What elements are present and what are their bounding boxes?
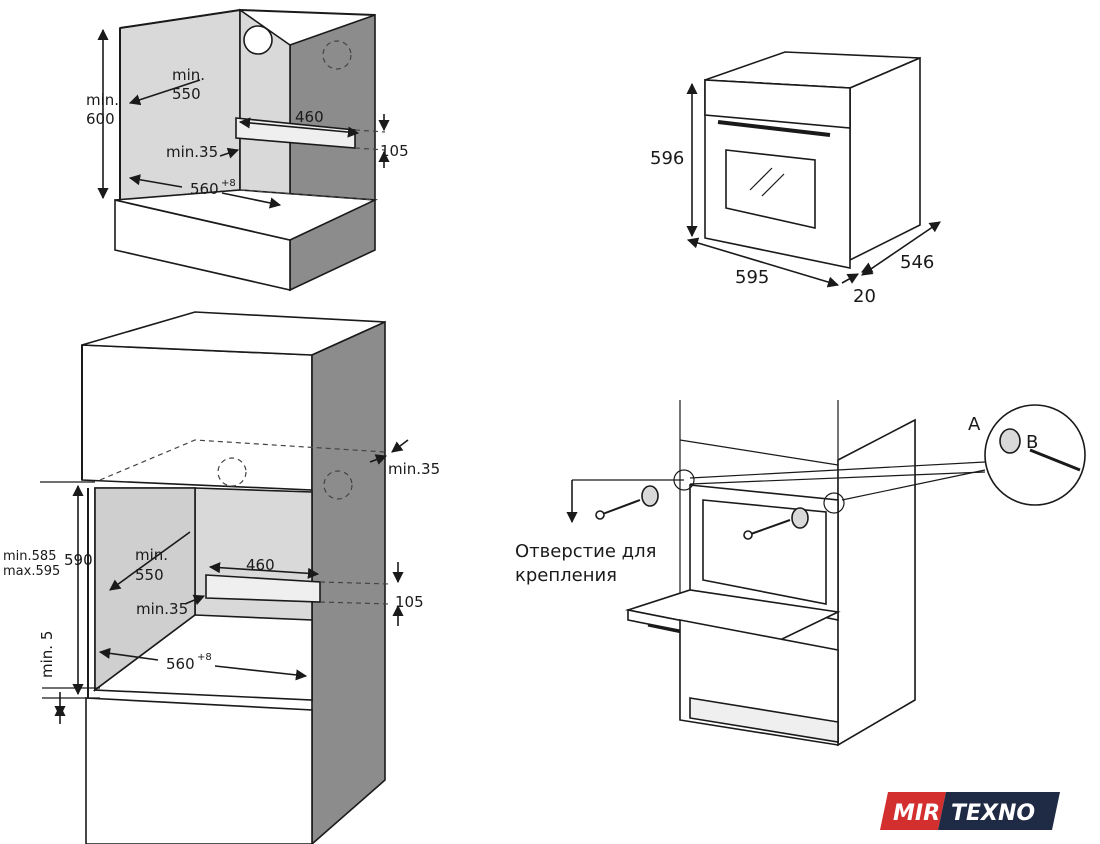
oven-depth-label: 546 <box>900 252 934 273</box>
bottom-gap-label: min. 5 <box>38 631 56 678</box>
side-gap-label: min.35 <box>166 143 218 161</box>
depth-value-label: 550 <box>172 85 201 103</box>
width-tolerance-label-2: +8 <box>197 652 212 663</box>
height-range-max-label: max.595 <box>3 564 60 579</box>
vent-height-label: 105 <box>380 142 409 160</box>
vent-width-label: 460 <box>295 108 324 126</box>
mirtexno-logo: MIR TEXNO <box>880 792 1060 830</box>
height-value-label: 600 <box>86 110 115 128</box>
height-value-label-2: 590 <box>64 551 93 569</box>
width-tolerance-label: +8 <box>221 178 236 189</box>
height-range-min-label: min.585 <box>3 549 56 564</box>
mount-hole-label: Отверстие для <box>515 541 656 562</box>
part-b-label: B <box>1026 432 1038 453</box>
logo-part1: MIR <box>893 801 940 826</box>
depth-min-label: min. <box>172 66 205 84</box>
vent-width-label-2: 460 <box>246 556 275 574</box>
depth-value-label-2: 550 <box>135 566 164 584</box>
side-gap-label-2: min.35 <box>136 600 188 618</box>
top-gap-label: min.35 <box>388 460 440 478</box>
oven-height-label: 596 <box>650 148 684 169</box>
figure-oven-dimensions: 596 595 546 20 <box>650 51 941 307</box>
figure-column-cabinet: min.35 min.585 max.595 590 min. 550 460 … <box>3 311 440 844</box>
oven-front-label: 20 <box>853 286 876 307</box>
vent-height-label-2: 105 <box>395 593 424 611</box>
figure-undercounter-cabinet: min. 600 min. 550 460 105 min.35 560 +8 <box>86 8 409 292</box>
oven-width-label: 595 <box>735 267 769 288</box>
part-a-label: A <box>968 414 981 435</box>
logo-part2: TEXNO <box>951 801 1035 826</box>
width-value-label: 560 <box>190 180 219 198</box>
depth-min-label-2: min. <box>135 546 168 564</box>
width-value-label-2: 560 <box>166 655 195 673</box>
mount-hole-label-2: крепления <box>515 565 617 586</box>
height-min-label: min. <box>86 91 119 109</box>
figure-mounting: A B Отверстие для крепления <box>515 400 1086 747</box>
